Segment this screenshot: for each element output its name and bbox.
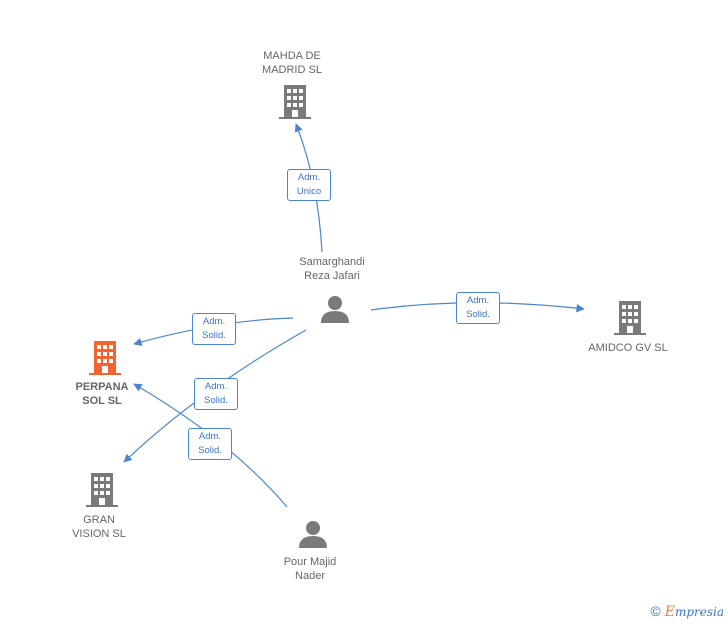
node-label-mahda[interactable]: MAHDA DE MADRID SL xyxy=(262,50,322,76)
node-label-amidco[interactable]: AMIDCO GV SL xyxy=(588,342,668,354)
building-icon-highlight xyxy=(89,341,121,375)
edge-label-adm-solid: Adm. Solid. xyxy=(192,313,236,345)
copyright-symbol: © xyxy=(650,603,661,619)
building-icon xyxy=(279,85,311,119)
building-icon xyxy=(614,301,646,335)
copyright-brand: ©Empresia xyxy=(650,603,724,620)
edge-label-adm-unico: Adm. Unico xyxy=(287,169,331,201)
node-label-samarghandi[interactable]: Samarghandi Reza Jafari xyxy=(299,256,365,282)
brand-initial: E xyxy=(664,604,675,620)
node-label-gran-vision[interactable]: GRAN VISION SL xyxy=(72,514,126,540)
brand-name: mpresia xyxy=(674,605,724,619)
edge-label-adm-solid: Adm. Solid. xyxy=(188,428,232,460)
person-icon xyxy=(321,296,349,323)
edge-label-adm-solid: Adm. Solid. xyxy=(456,292,500,324)
node-label-perpana[interactable]: PERPANA SOL SL xyxy=(75,381,129,407)
edge-label-adm-solid: Adm. Solid. xyxy=(194,378,238,410)
node-label-pour-majid[interactable]: Pour Majid Nader xyxy=(283,556,337,582)
building-icon xyxy=(86,473,118,507)
person-icon xyxy=(299,521,327,548)
